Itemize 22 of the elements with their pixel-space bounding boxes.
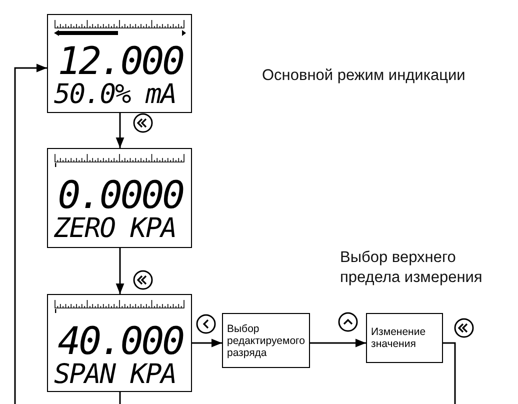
display-text: 50.0% mA: [54, 81, 176, 109]
arrow: [14, 64, 47, 404]
connector-line: [443, 342, 456, 404]
box-label: Изменение значения: [371, 326, 427, 350]
connector-line: [119, 392, 121, 404]
arrow: [116, 248, 124, 294]
process-box: [366, 313, 443, 363]
caption-text: Основной режим индикации: [262, 66, 466, 86]
arrow: [192, 338, 222, 348]
lcd-display: [47, 148, 192, 248]
lcd-display: [47, 294, 192, 392]
arrow: [116, 113, 124, 148]
box-label: Выбор редактируемого разряда: [227, 322, 305, 358]
arrow: [310, 338, 366, 348]
display-value: 0.0000: [58, 175, 183, 215]
display-value: 12.000: [58, 41, 183, 81]
display-value: 40.000: [58, 321, 183, 361]
process-box: [222, 313, 310, 368]
display-text: SPAN KPA: [54, 361, 176, 389]
display-text: ZERO KPA: [54, 215, 176, 243]
lcd-display: [47, 14, 192, 113]
caption-text: Выбор верхнего предела измерения: [340, 248, 484, 288]
